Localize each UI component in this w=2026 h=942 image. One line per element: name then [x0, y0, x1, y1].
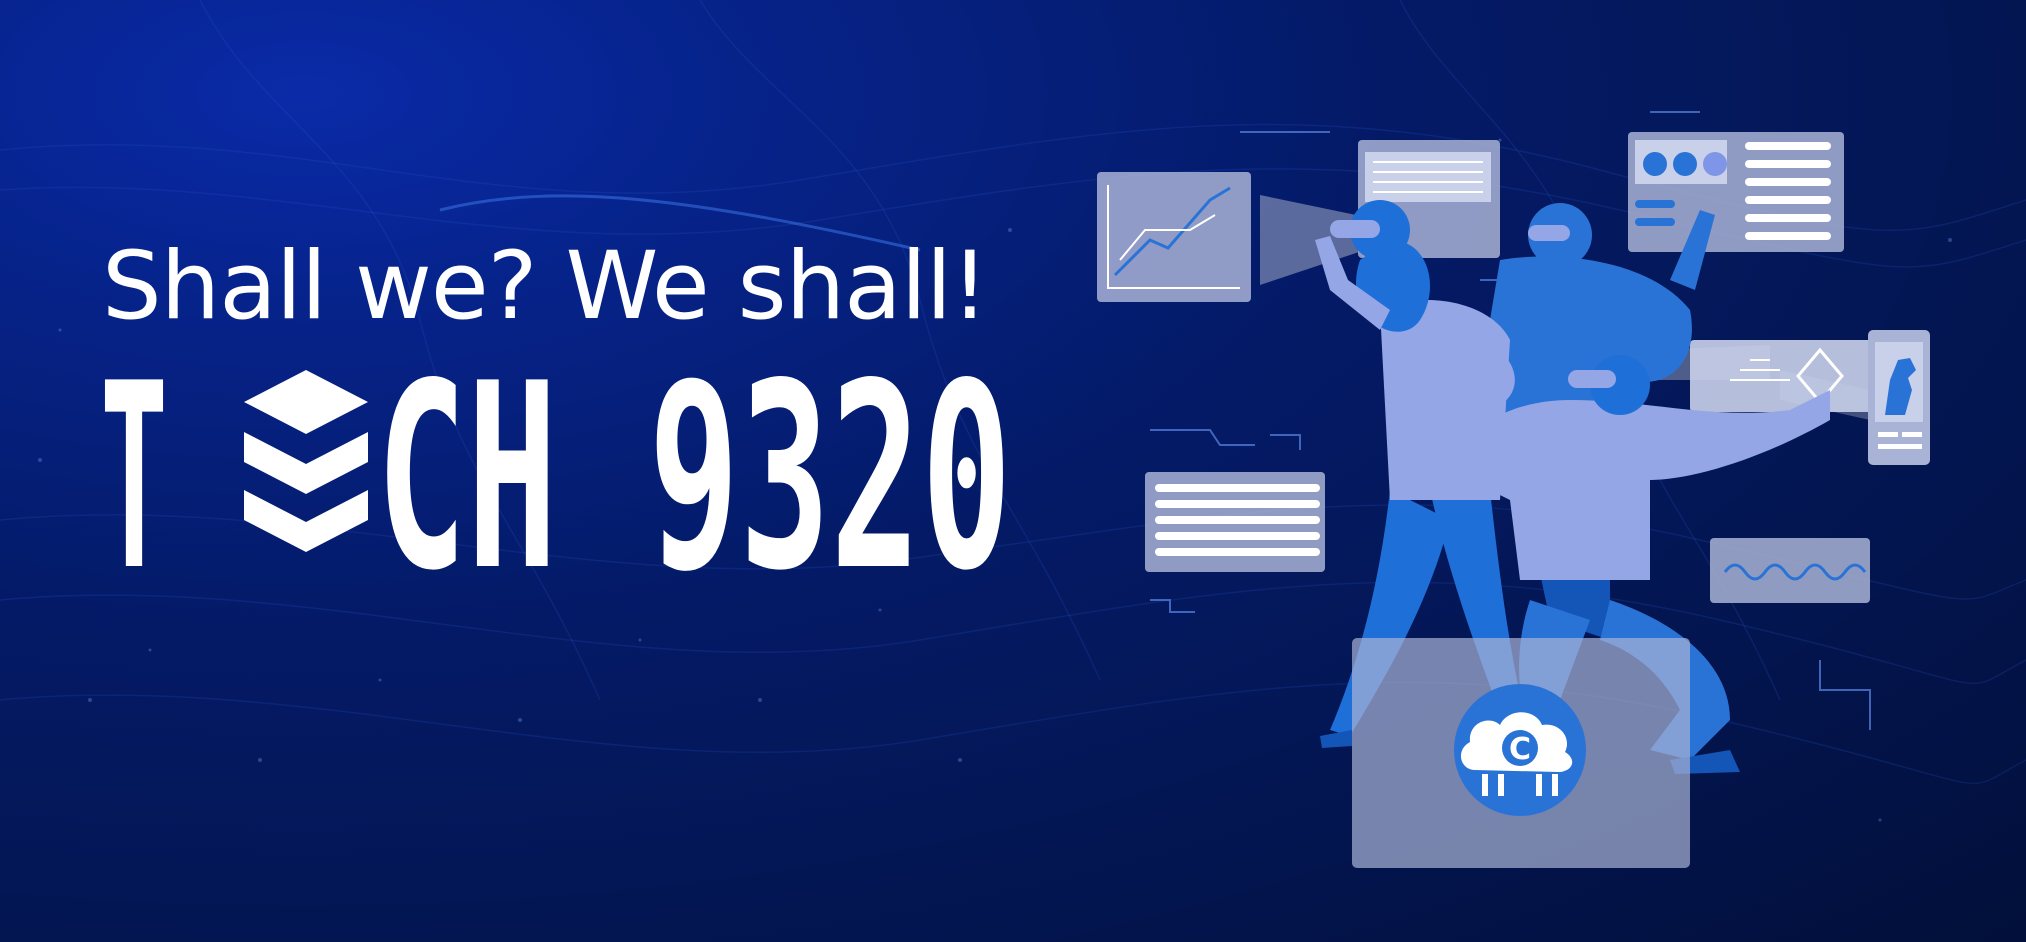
- chart-panel: [1097, 172, 1251, 302]
- layers-icon: [244, 370, 368, 552]
- hero-illustration: C: [1097, 111, 1930, 868]
- logo-letter: C: [1509, 732, 1531, 767]
- diamond-panel: [1690, 340, 1876, 412]
- wave-panel: [1710, 538, 1870, 603]
- page-title: T CH 9320: [100, 370, 1012, 580]
- text-panel-left: [1145, 472, 1325, 572]
- logo-panel: C: [1352, 638, 1690, 868]
- title-rest: CH 9320: [376, 370, 1012, 580]
- dashboard-panel: [1628, 132, 1844, 252]
- phone-panel: [1868, 330, 1930, 465]
- tagline: Shall we? We shall!: [102, 232, 989, 341]
- title-letter-t: T: [100, 370, 168, 580]
